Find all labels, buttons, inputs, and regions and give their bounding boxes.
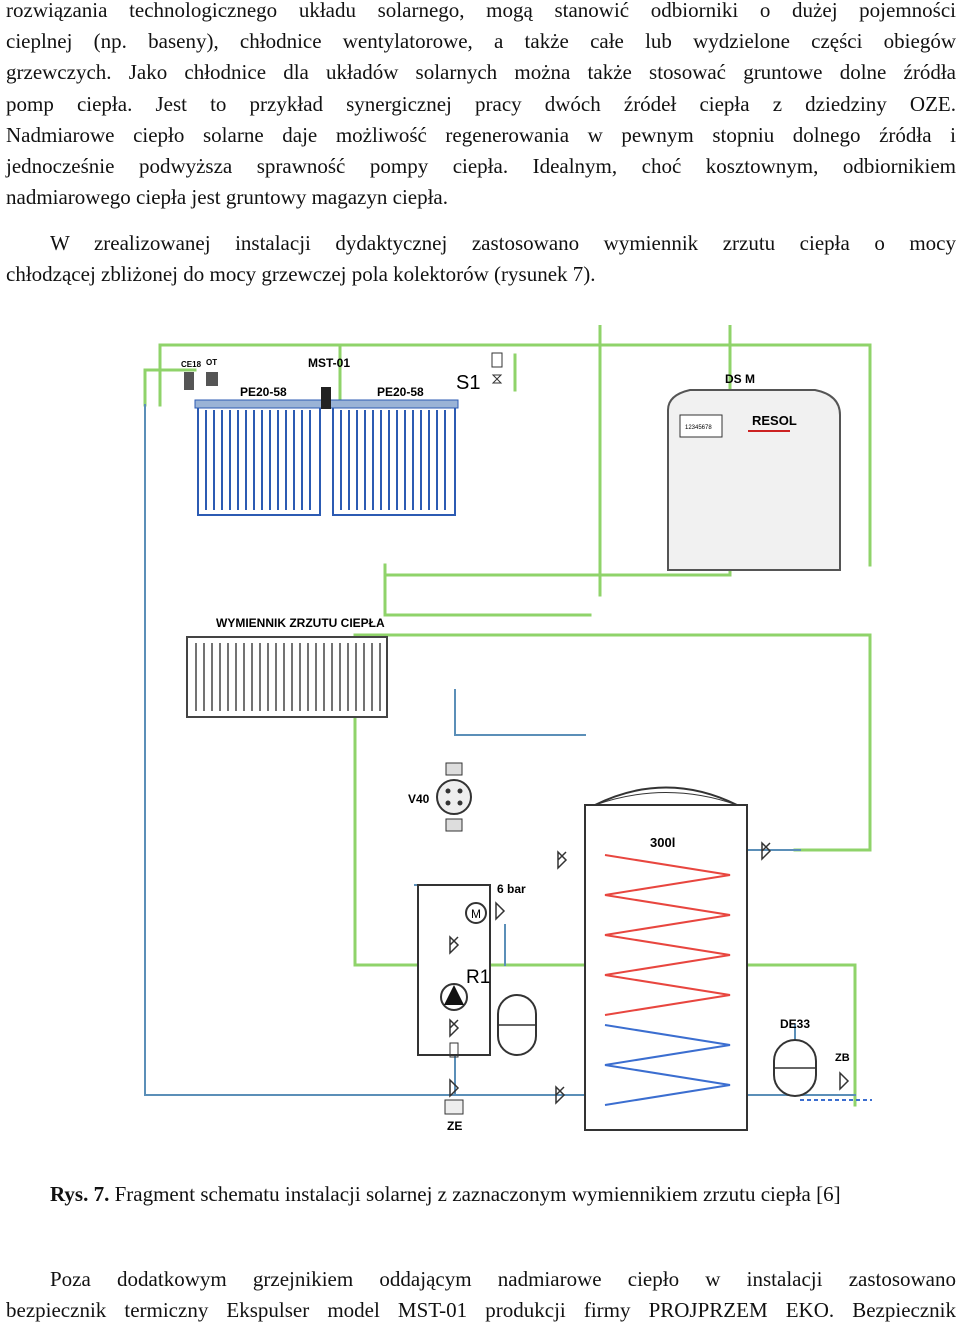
ce18-sensor <box>184 372 194 390</box>
pressure-label: 6 bar <box>497 882 526 896</box>
r1-label: R1 <box>466 967 490 988</box>
safety-valve-icon <box>495 901 506 921</box>
solar-coil-lower <box>604 1024 731 1106</box>
flow-meter-v40 <box>436 762 472 832</box>
de33-vessel <box>773 1039 817 1097</box>
pump-group: M R1 <box>417 884 491 1058</box>
s1-valve-icon <box>491 374 503 384</box>
exchanger-label: WYMIENNIK ZRZUTU CIEPŁA <box>216 616 385 630</box>
mst-label: MST-01 <box>308 356 350 370</box>
zb-label: ZB <box>835 1052 850 1064</box>
text-line: grzewczych. Jako chłodnice dla układów s… <box>6 60 956 85</box>
paragraph-top: rozwiązania technologicznego układu sola… <box>6 0 956 213</box>
ze-label: ZE <box>447 1119 462 1133</box>
tank-label: 300l <box>650 835 675 850</box>
text-line: bezpiecznik termiczny Ekspulser model MS… <box>6 1298 956 1323</box>
ot-label: OT <box>206 358 217 367</box>
ot-sensor <box>206 372 218 386</box>
text-line: jednocześnie podwyższa sprawność pompy c… <box>6 153 956 178</box>
figure-caption: Rys. 7. Fragment schematu instalacji sol… <box>50 1182 841 1207</box>
solar-installation-diagram: CE18 OT MST-01 PE20-58 PE20-58 S1 123456… <box>143 325 872 1133</box>
ze-valve <box>444 1078 464 1115</box>
text-line: cieplnej (np. baseny), chłodnice wentyla… <box>6 29 956 54</box>
text-line: W zrealizowanej instalacji dydaktycznej … <box>50 231 956 255</box>
resol-label: RESOL <box>752 413 797 428</box>
zb-valve-icon <box>839 1071 850 1091</box>
heat-exchanger <box>186 636 388 718</box>
expansion-vessel <box>497 994 537 1056</box>
text-line: nadmiarowego ciepła jest gruntowy magazy… <box>6 185 449 210</box>
tank-valve-bottom-icon <box>555 1085 566 1105</box>
text-line: rozwiązania technologicznego układu sola… <box>6 0 956 22</box>
s1-label: S1 <box>456 372 480 394</box>
collector-left <box>194 399 324 516</box>
text-line: chłodzącej zbliżonej do mocy grzewczej p… <box>6 262 596 287</box>
mst-valve <box>321 387 331 409</box>
paragraph-middle: W zrealizowanej instalacji dydaktycznej … <box>6 228 956 290</box>
paragraph-bottom: Poza dodatkowym grzejnikiem oddającym na… <box>6 1264 956 1326</box>
dsm-label: DS M <box>725 372 755 386</box>
storage-tank <box>584 786 748 1131</box>
tank-valve-left-icon <box>557 850 568 870</box>
caption-text: Fragment schematu instalacji solarnej z … <box>109 1182 841 1206</box>
text-line: pomp ciepła. Jest to przykład synergiczn… <box>6 91 956 116</box>
s1-sensor <box>491 352 503 368</box>
controller-dsm: 12345678 RESOL <box>667 389 841 571</box>
text-line: Poza dodatkowym grzejnikiem oddającym na… <box>50 1267 956 1291</box>
de33-label: DE33 <box>780 1017 810 1031</box>
collector-right <box>329 399 459 516</box>
collector-right-label: PE20-58 <box>377 385 424 399</box>
v40-label: V40 <box>408 792 430 806</box>
solar-coil-upper <box>604 854 731 1016</box>
ce18-label: CE18 <box>181 360 202 369</box>
collector-left-label: PE20-58 <box>240 385 287 399</box>
caption-number: Rys. 7. <box>50 1182 110 1206</box>
text-line: Nadmiarowe ciepło solarne daje możliwość… <box>6 122 956 147</box>
tank-valve-right-icon <box>761 841 772 861</box>
motor-label: M <box>471 907 481 921</box>
controller-display: 12345678 <box>685 425 712 431</box>
